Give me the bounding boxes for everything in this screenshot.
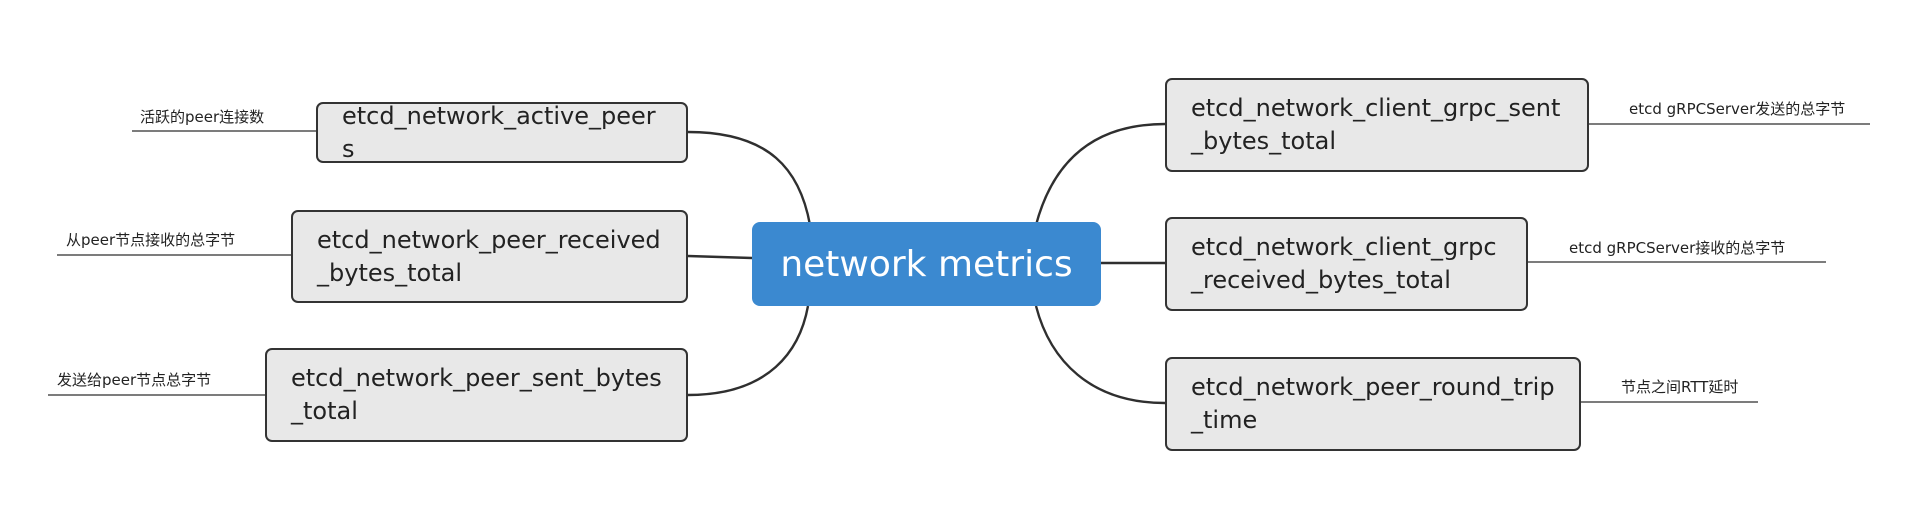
- note-right-3: 节点之间RTT延时: [1621, 378, 1739, 396]
- connector-left-2: [687, 254, 753, 260]
- connector-left-1: [687, 130, 812, 226]
- connector-right-1: [1034, 122, 1166, 226]
- note-right-1: etcd gRPCServer发送的总字节: [1629, 100, 1846, 118]
- connector-right-3: [1034, 305, 1166, 405]
- topic-right-3[interactable]: etcd_network_peer_round_trip_time: [1165, 357, 1581, 451]
- topic-label: etcd_network_peer_received_bytes_total: [317, 225, 661, 287]
- central-topic[interactable]: network metrics: [752, 222, 1101, 306]
- topic-left-1[interactable]: etcd_network_active_peers: [316, 102, 688, 163]
- topic-label: etcd_network_client_grpc_sent_bytes_tota…: [1191, 94, 1561, 155]
- connector-left-3: [687, 305, 810, 397]
- note-left-3: 发送给peer节点总字节: [57, 371, 212, 389]
- topic-label: etcd_network_peer_round_trip_time: [1191, 373, 1555, 434]
- note-left-2: 从peer节点接收的总字节: [66, 231, 236, 249]
- topic-label: etcd_network_client_grpc_received_bytes_…: [1191, 233, 1497, 294]
- topic-label: etcd_network_peer_sent_bytes_total: [291, 364, 662, 425]
- note-right-2: etcd gRPCServer接收的总字节: [1569, 239, 1786, 257]
- topic-right-2[interactable]: etcd_network_client_grpc_received_bytes_…: [1165, 217, 1528, 311]
- central-topic-label: network metrics: [780, 243, 1073, 285]
- topic-left-3[interactable]: etcd_network_peer_sent_bytes_total: [265, 348, 688, 442]
- topic-right-1[interactable]: etcd_network_client_grpc_sent_bytes_tota…: [1165, 78, 1589, 172]
- note-left-1: 活跃的peer连接数: [140, 108, 265, 126]
- topic-label: etcd_network_active_peers: [342, 101, 656, 163]
- topic-left-2[interactable]: etcd_network_peer_received_bytes_total: [291, 210, 688, 303]
